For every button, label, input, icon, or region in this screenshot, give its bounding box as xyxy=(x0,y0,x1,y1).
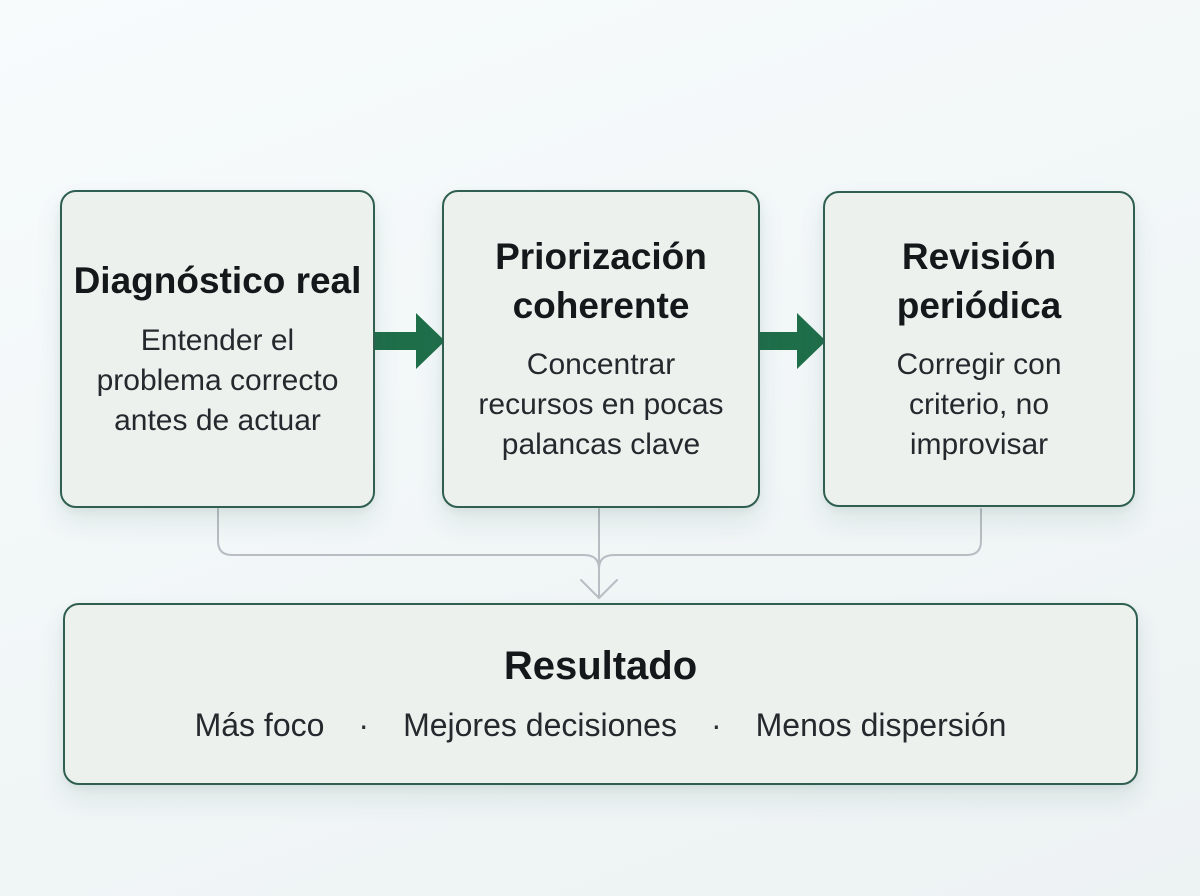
dot-separator: · xyxy=(358,707,370,743)
step-title: Priorización coherente xyxy=(495,235,707,326)
step-description: Concentrar recursos en pocas palancas cl… xyxy=(478,348,724,462)
result-card: Resultado Más foco · Mejores decisiones … xyxy=(63,603,1138,785)
result-title: Resultado xyxy=(503,644,698,688)
flow-arrow-right-icon xyxy=(372,313,445,369)
step-card-priorizacion: Priorización coherente Concentrar recurs… xyxy=(442,190,760,508)
dot-separator: · xyxy=(710,707,722,743)
step-description: Entender el problema correcto antes de a… xyxy=(96,324,339,437)
arrow-down-icon xyxy=(580,579,618,600)
step-description: Corregir con criterio, no improvisar xyxy=(896,348,1062,462)
result-item: Más foco xyxy=(194,707,325,743)
result-items-row: Más foco · Mejores decisiones · Menos di… xyxy=(195,707,1007,744)
result-item: Menos dispersión xyxy=(755,707,1007,743)
flow-arrow-right-icon xyxy=(757,313,826,369)
step-card-revision: Revisión periódica Corregir con criterio… xyxy=(823,191,1135,507)
merge-connector-left xyxy=(217,508,600,570)
merge-connector-lines xyxy=(217,508,982,600)
step-title: Revisión periódica xyxy=(896,235,1062,326)
step-card-diagnostico: Diagnóstico real Entender el problema co… xyxy=(60,190,375,508)
result-item: Mejores decisiones xyxy=(403,707,677,743)
step-title: Diagnóstico real xyxy=(73,260,362,302)
merge-connector-right xyxy=(598,508,982,570)
